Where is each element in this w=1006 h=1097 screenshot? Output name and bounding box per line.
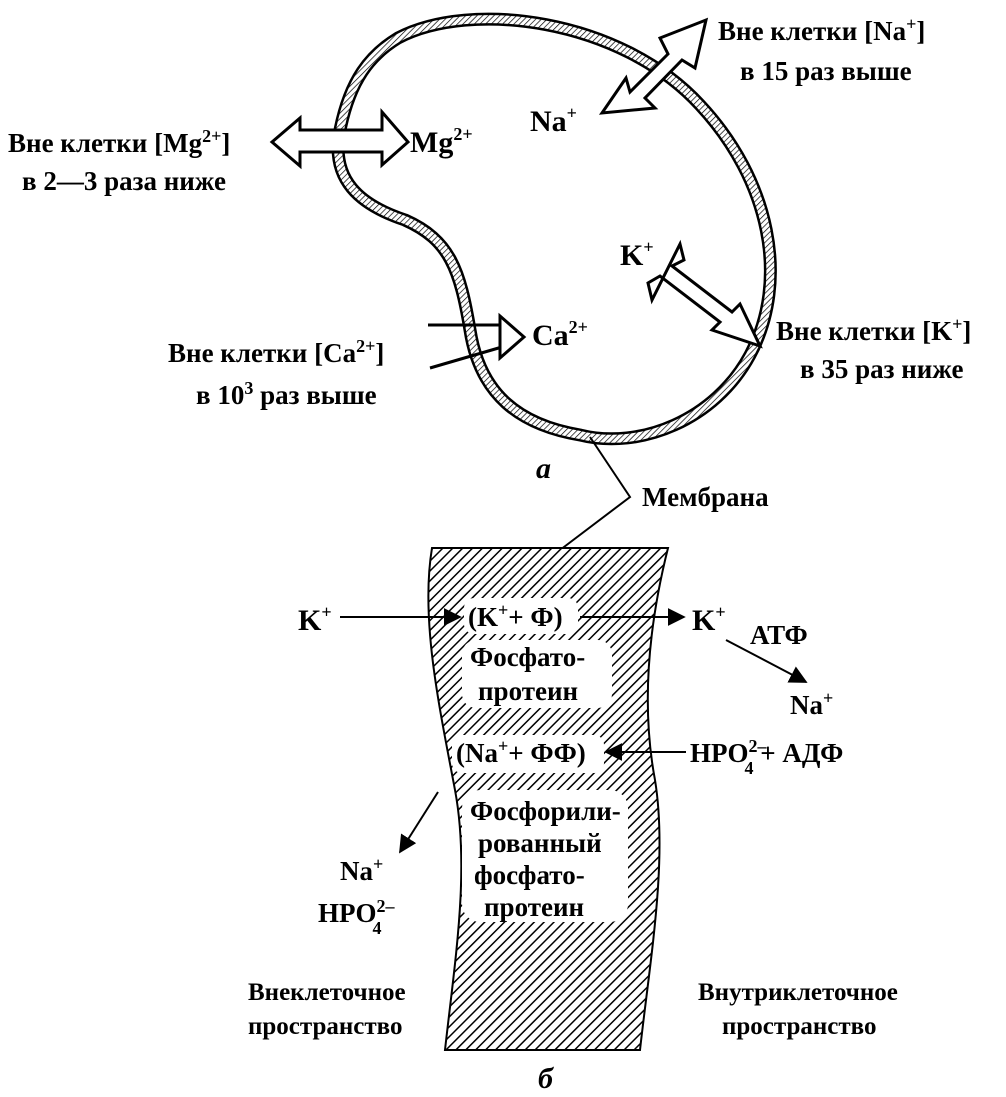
membrane-label: Мембрана [642,482,769,512]
cell-membrane-outline [338,19,770,439]
hpo-adp-label: HPO2–4 + АДФ [690,736,843,778]
panel-a-label: а [536,452,551,485]
membrane-callout-line [560,437,630,550]
protein1-line2: протеин [478,676,578,706]
complex1-label: (K++ Ф) [468,600,563,632]
ca-inside-label: Ca2+ [532,317,588,352]
intracellular-line1: Внутриклеточное [698,979,898,1006]
k-outside-label: Вне клетки [K+] [776,314,971,346]
k-extracellular: K+ [298,602,332,637]
panel-b-label: б [538,1062,554,1095]
ca-outside-ratio: в 103 раз выше [196,378,377,410]
k-double-arrow [648,244,760,346]
protein1-line1: Фосфато- [470,642,585,672]
protein2-line2: рованный [478,828,602,858]
complex2-label: (Na++ ФФ) [456,736,586,768]
atp-label: АТФ [750,620,808,650]
extracellular-line1: Внеклеточное [248,979,406,1006]
na-outside-ratio: в 15 раз выше [740,56,912,86]
mg-outside-ratio: в 2—3 раза ниже [22,166,226,196]
na-outside-label: Вне клетки [Na+] [718,14,925,46]
k-inside-label: K+ [620,237,654,272]
protein2-line4: протеин [484,892,584,922]
extracellular-line2: пространство [248,1013,403,1040]
protein2-line1: Фосфорили- [470,796,621,826]
k-intracellular: K+ [692,602,726,637]
protein2-line3: фосфато- [474,860,585,890]
mg-inside-label: Mg2+ [410,124,473,159]
na-intracellular: Na+ [790,688,833,720]
ca-outside-label: Вне клетки [Ca2+] [168,336,384,368]
na-exit-arrow [400,792,438,852]
intracellular-line2: пространство [722,1013,877,1040]
na-inside-label: Na+ [530,103,577,138]
mg-outside-label: Вне клетки [Mg2+] [8,126,230,158]
k-outside-ratio: в 35 раз ниже [800,354,964,384]
hpo-extracellular: HPO2–4 [318,896,396,938]
na-extracellular: Na+ [340,854,383,886]
